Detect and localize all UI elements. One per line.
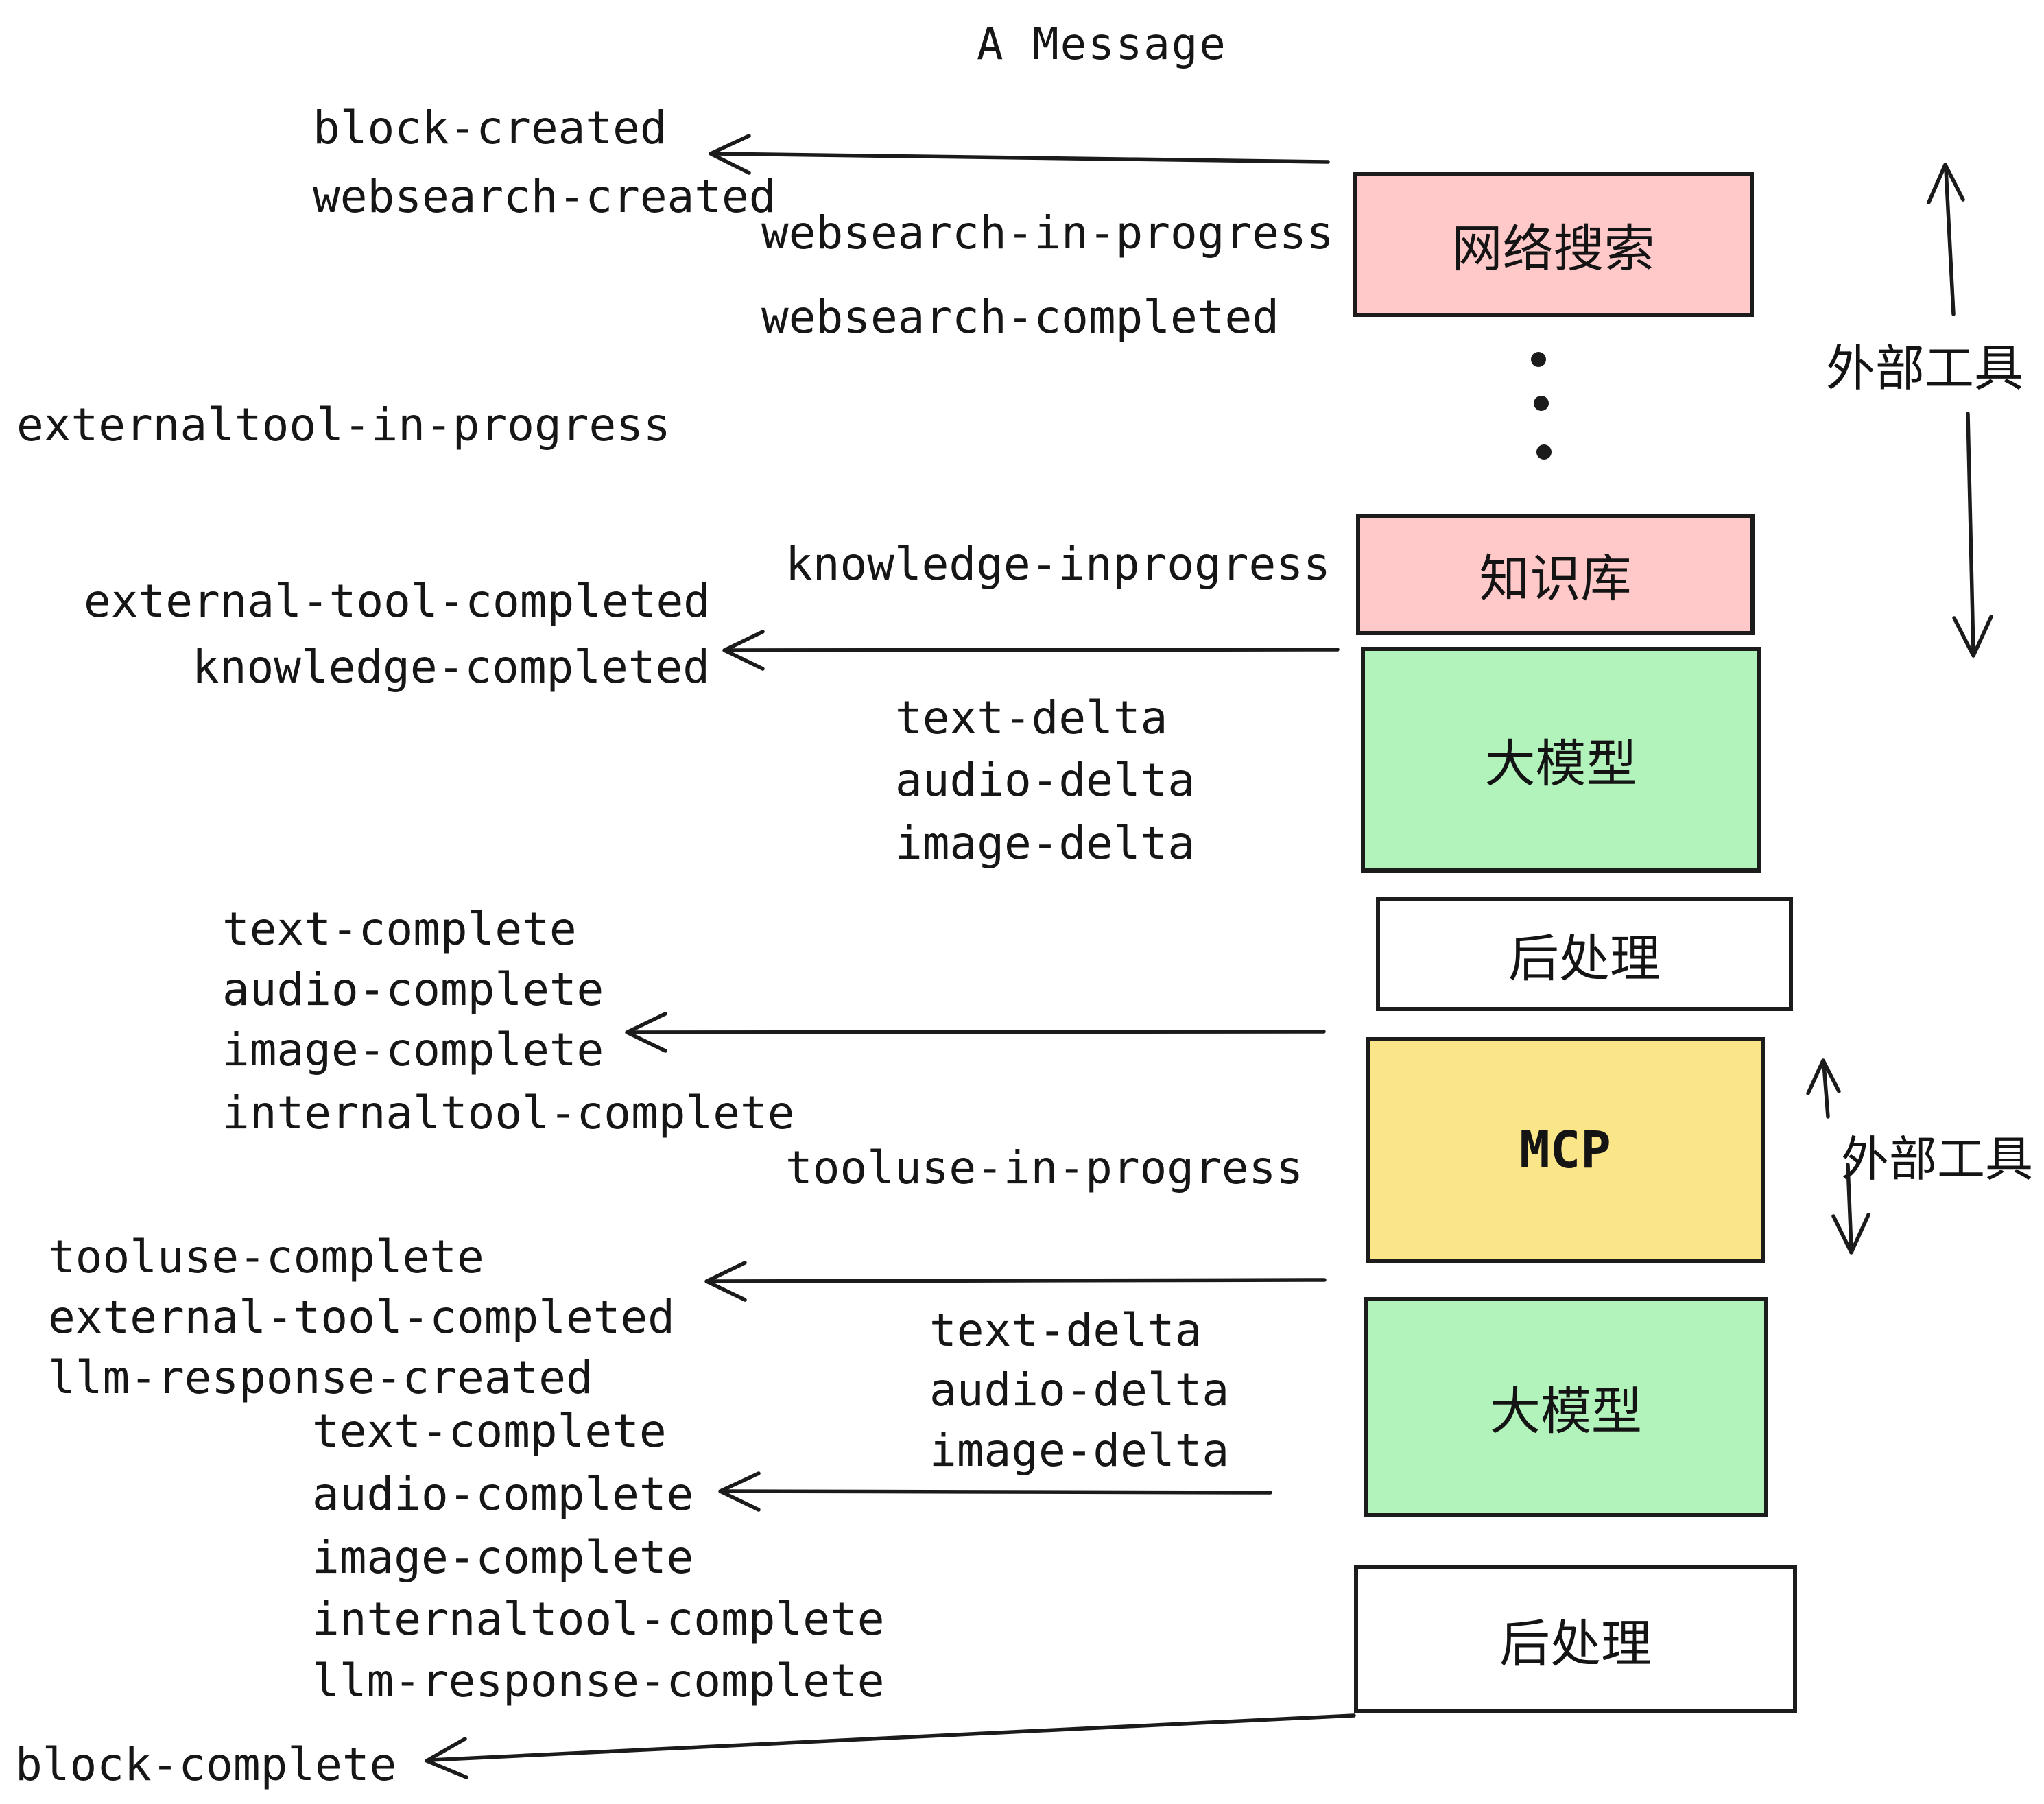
event-external-tool-completed-1: external-tool-completed [84, 575, 711, 628]
event-knowledge-completed: knowledge-completed [192, 641, 710, 693]
external-tools-up-arrow-1-icon [1927, 163, 1965, 316]
box-knowledge-label: 知识库 [1479, 549, 1632, 608]
box-knowledge: 知识库 [1356, 514, 1755, 635]
event-image-delta-2: image-delta [929, 1424, 1230, 1477]
event-text-delta-1: text-delta [895, 691, 1168, 744]
arrow-to-websearch-created-icon [709, 134, 1330, 175]
event-knowledge-inprogress: knowledge-inprogress [785, 538, 1331, 591]
event-text-complete-2: text-complete [312, 1405, 667, 1458]
event-external-tool-completed-2: external-tool-completed [48, 1291, 675, 1344]
event-image-complete-2: image-complete [312, 1531, 694, 1584]
box-websearch-label: 网络搜索 [1451, 219, 1655, 278]
arrow-to-image-complete-icon [625, 1012, 1326, 1053]
event-image-delta-1: image-delta [895, 817, 1196, 870]
side-label-external-tools-1: 外部工具 [1826, 340, 2024, 397]
box-llm-1: 大模型 [1361, 647, 1761, 873]
box-llm-1-label: 大模型 [1484, 735, 1637, 794]
box-llm-2-label: 大模型 [1490, 1382, 1642, 1441]
event-websearch-completed: websearch-completed [761, 291, 1279, 344]
event-llm-response-complete: llm-response-complete [312, 1654, 885, 1707]
event-audio-complete-1: audio-complete [222, 963, 604, 1016]
event-text-complete-1: text-complete [222, 903, 577, 956]
diagram-title: A Message [977, 19, 1227, 70]
box-websearch: 网络搜索 [1353, 172, 1754, 317]
event-tooluse-complete: tooluse-complete [48, 1231, 484, 1283]
event-externaltool-in-progress: externaltool-in-progress [16, 399, 671, 451]
arrow-to-audio-complete-icon [718, 1471, 1272, 1512]
event-text-delta-2: text-delta [929, 1304, 1202, 1357]
event-audio-complete-2: audio-complete [312, 1468, 694, 1521]
event-llm-response-created: llm-response-created [48, 1351, 593, 1404]
event-block-complete: block-complete [15, 1738, 397, 1791]
event-websearch-in-progress: websearch-in-progress [761, 206, 1334, 259]
ellipsis-dots-icon [1531, 352, 1552, 460]
event-internaltool-complete-2: internaltool-complete [312, 1593, 885, 1646]
event-block-created: block-created [313, 102, 667, 154]
box-mcp-label: MCP [1519, 1120, 1611, 1180]
box-postproc-2: 后处理 [1354, 1565, 1797, 1713]
event-audio-delta-2: audio-delta [929, 1364, 1230, 1416]
box-mcp: MCP [1366, 1037, 1765, 1263]
event-tooluse-in-progress: tooluse-in-progress [785, 1141, 1303, 1194]
event-websearch-created: websearch-created [313, 170, 776, 223]
arrow-to-external-tool-completed-icon [704, 1261, 1327, 1302]
arrow-to-knowledge-completed-icon [722, 630, 1340, 671]
box-llm-2: 大模型 [1364, 1297, 1768, 1517]
box-postproc-1-label: 后处理 [1508, 929, 1661, 988]
arrow-to-block-complete-icon [425, 1713, 1356, 1779]
event-image-complete-1: image-complete [222, 1023, 604, 1076]
external-tools-up-arrow-2-icon [1806, 1058, 1841, 1119]
side-label-external-tools-2: 外部工具 [1841, 1131, 2033, 1187]
box-postproc-2-label: 后处理 [1499, 1614, 1652, 1674]
event-internaltool-complete-1: internaltool-complete [222, 1087, 795, 1139]
event-audio-delta-1: audio-delta [895, 754, 1196, 807]
box-postproc-1: 后处理 [1376, 897, 1793, 1011]
external-tools-down-arrow-1-icon [1952, 412, 1993, 658]
